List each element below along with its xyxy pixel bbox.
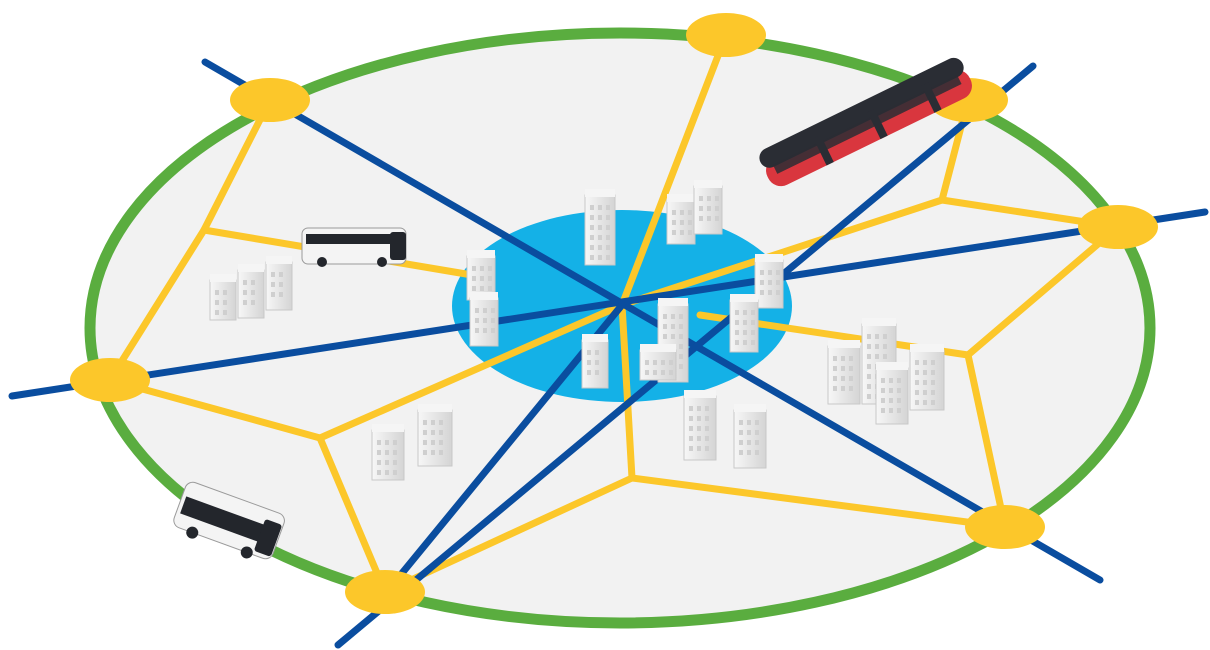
hub-4	[1078, 205, 1158, 249]
building-20	[875, 362, 909, 425]
feeder-route-northeast-inner	[618, 196, 946, 309]
hub-6	[965, 505, 1045, 549]
hub-5	[70, 358, 150, 402]
building-12	[237, 264, 265, 319]
building-3	[693, 180, 723, 235]
bus-north	[301, 227, 407, 267]
feeder-route-south-east	[628, 474, 1009, 531]
building-1	[584, 189, 616, 266]
building-10	[639, 344, 677, 381]
building-14	[371, 424, 405, 481]
building-clusters	[209, 180, 945, 481]
building-13	[265, 256, 293, 311]
building-18	[827, 340, 861, 405]
transit-hubs	[70, 13, 1158, 614]
feeder-route-southwest	[316, 434, 389, 596]
bus-southwest	[173, 481, 285, 560]
tram	[759, 57, 972, 187]
radial-line-nw-se	[201, 58, 1104, 584]
radial-line-e-w	[8, 208, 1209, 400]
building-11	[209, 274, 237, 321]
building-2	[666, 194, 696, 245]
building-8	[581, 334, 609, 389]
building-15	[417, 404, 453, 467]
hub-7	[345, 570, 425, 614]
building-7	[729, 294, 759, 353]
building-17	[733, 404, 767, 469]
feeder-route-east-lower	[964, 351, 1009, 531]
hub-2	[230, 78, 310, 122]
building-16	[683, 390, 717, 461]
hub-1	[686, 13, 766, 57]
building-5	[469, 292, 499, 347]
building-6	[754, 254, 784, 309]
building-21	[909, 344, 945, 411]
feeder-routes	[106, 31, 1122, 596]
feeder-route-north	[618, 31, 730, 309]
